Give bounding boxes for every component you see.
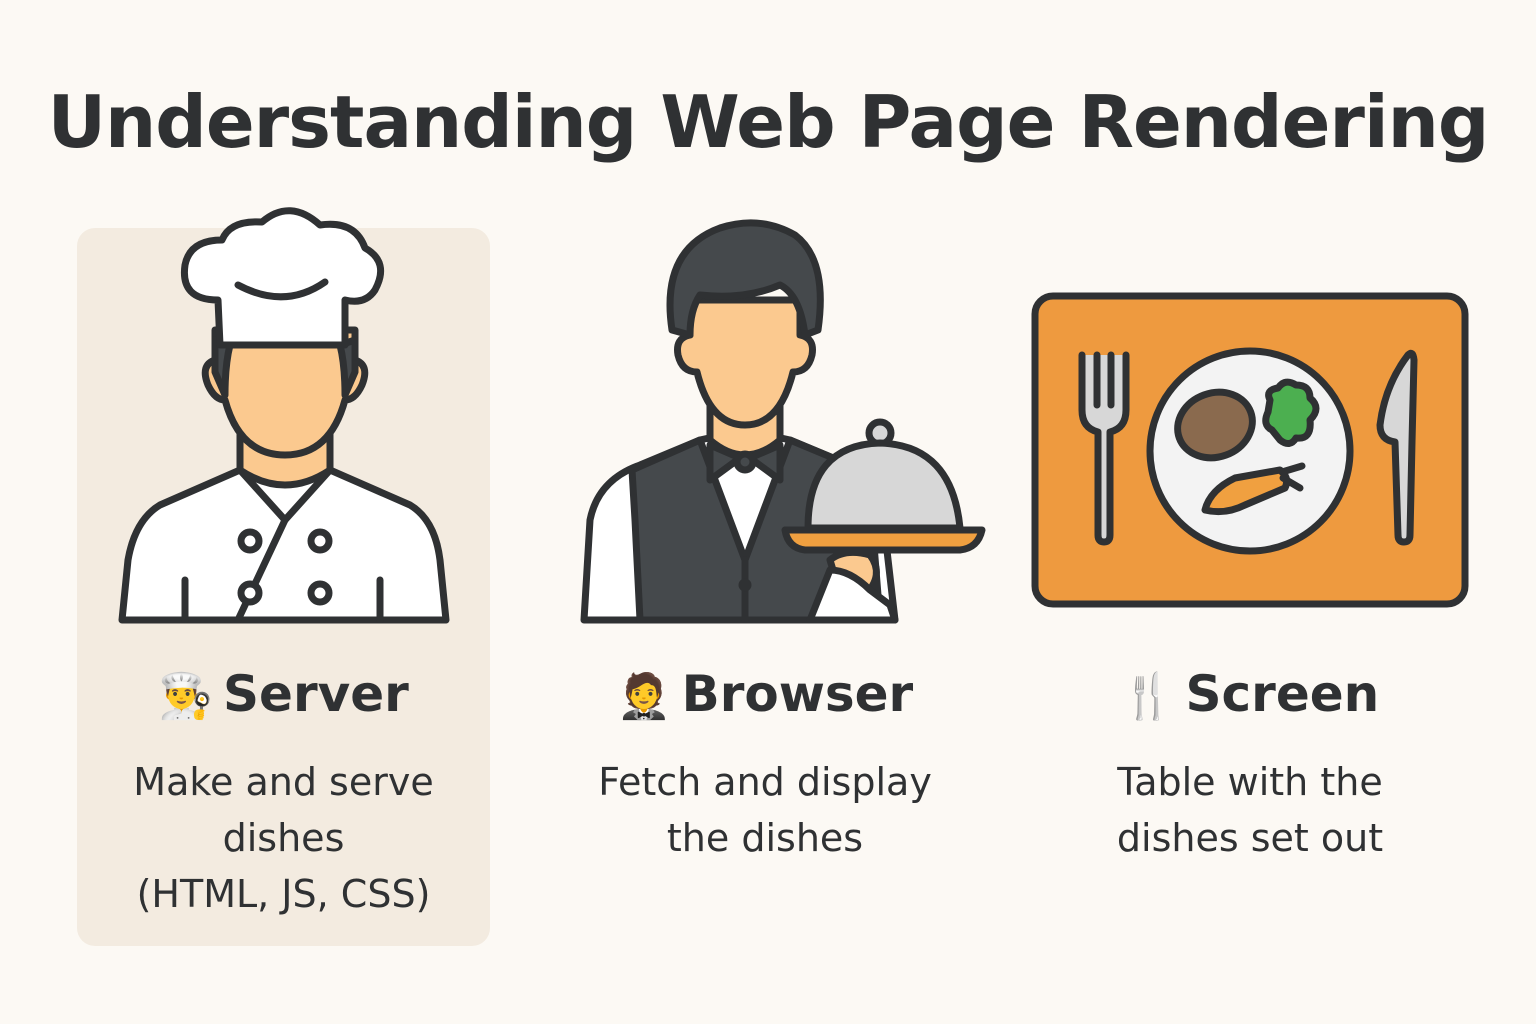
waiter-emoji-icon: 🤵	[616, 671, 672, 722]
chef-icon	[118, 207, 450, 624]
browser-label: 🤵Browser	[616, 665, 914, 723]
server-label: 👨‍🍳Server	[158, 665, 409, 723]
place-setting-icon	[1031, 292, 1469, 608]
browser-description: Fetch and display the dishes	[598, 760, 932, 860]
browser-column: 🤵Browser Fetch and display the dishes	[540, 0, 990, 1024]
screen-label: 🍴Screen	[1120, 665, 1380, 723]
server-description: Make and serve dishes (HTML, JS, CSS)	[133, 760, 434, 916]
screen-description: Table with the dishes set out	[1116, 760, 1384, 860]
screen-column: 🍴Screen Table with the dishes set out	[1020, 0, 1480, 1024]
server-column: 👨‍🍳Server Make and serve dishes (HTML, J…	[77, 0, 490, 1024]
waiter-icon	[580, 219, 986, 624]
chef-emoji-icon: 👨‍🍳	[158, 671, 214, 722]
fork-knife-emoji-icon: 🍴	[1120, 671, 1176, 722]
page-title: Understanding Web Page Rendering	[47, 80, 1490, 164]
